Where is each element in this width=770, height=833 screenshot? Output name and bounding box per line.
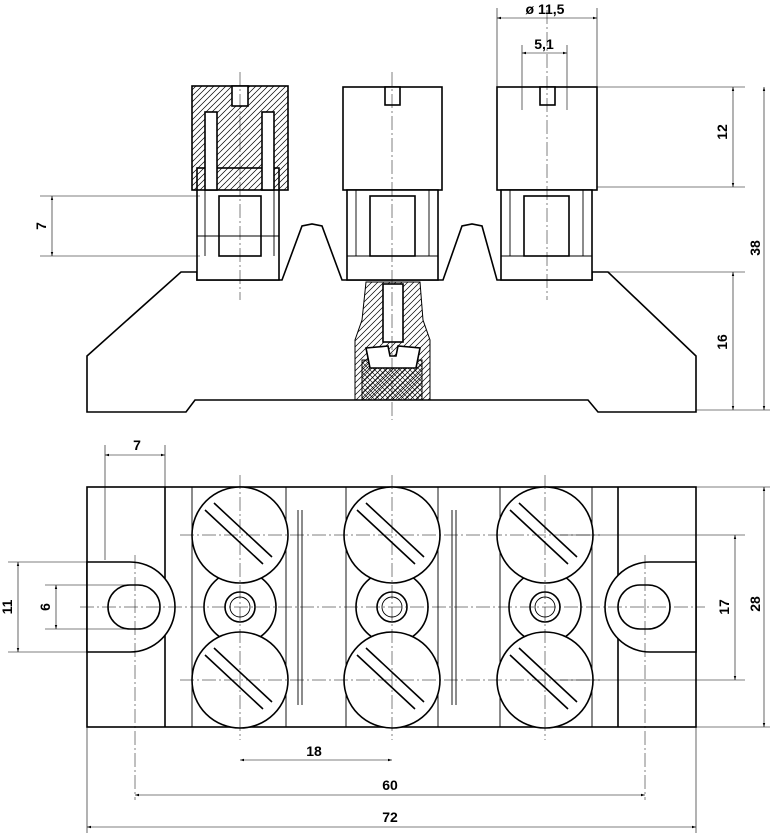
dim-screw-spacing: 17 bbox=[716, 599, 732, 615]
dim-diameter-head: ø 11,5 bbox=[526, 1, 565, 17]
dimension-lines bbox=[8, 8, 770, 833]
dim-slot-width: 5,1 bbox=[534, 36, 554, 52]
dim-tab-offset: 7 bbox=[133, 437, 141, 453]
front-view bbox=[86, 10, 697, 420]
terminal-middle bbox=[342, 86, 443, 401]
dim-hole-height: 6 bbox=[37, 603, 53, 611]
dim-base-height: 16 bbox=[714, 334, 730, 350]
dim-total-height: 38 bbox=[747, 240, 763, 256]
top-view bbox=[80, 475, 705, 800]
dim-mount-spacing: 60 bbox=[382, 777, 398, 793]
dim-nut-height: 7 bbox=[33, 222, 49, 230]
terminal-left-section bbox=[191, 85, 289, 281]
dim-lug-height: 11 bbox=[0, 599, 15, 614]
dim-total-length: 72 bbox=[382, 809, 398, 825]
dim-head-height: 12 bbox=[714, 124, 730, 140]
dim-total-width: 28 bbox=[747, 596, 763, 612]
dim-pitch: 18 bbox=[306, 743, 322, 759]
